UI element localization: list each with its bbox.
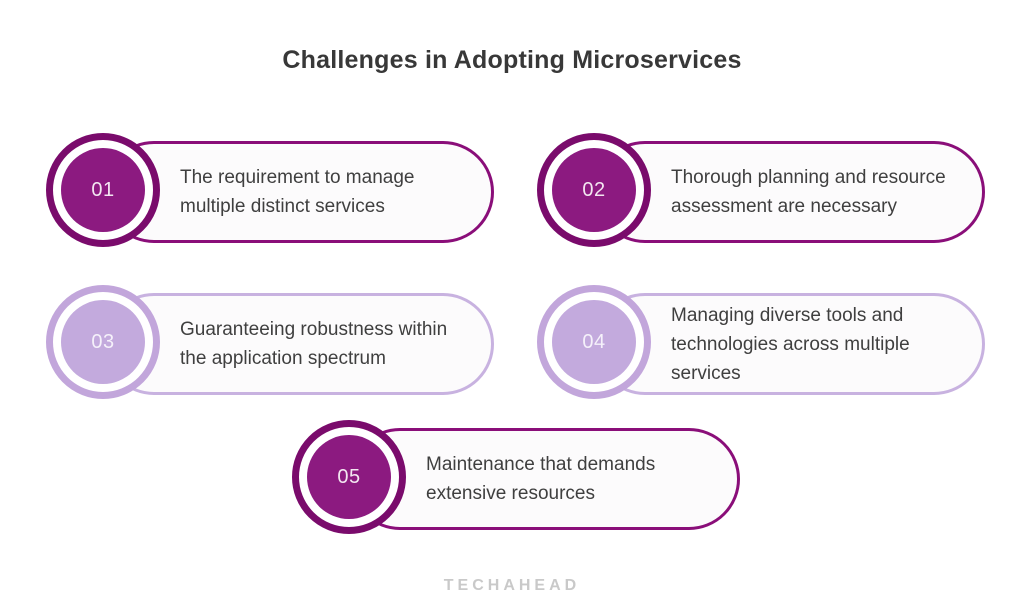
challenge-item-04: Managing diverse tools and technologies … [537,285,985,399]
number-badge: 02 [537,133,651,247]
challenge-text: Managing diverse tools and technologies … [671,304,910,384]
pill-shape [349,428,740,530]
pill-shape [103,141,494,243]
pill-shape [594,293,985,395]
techahead-logo: TECHAHEAD [443,577,581,594]
challenge-text: Maintenance that demands extensive resou… [426,454,656,504]
badge-number: 01 [61,148,145,232]
challenge-item-01: The requirement to manage multiple disti… [46,133,494,247]
pill-shape [594,141,985,243]
challenge-text: Thorough planning and resource assessmen… [671,167,946,217]
challenge-item-02: Thorough planning and resource assessmen… [537,133,985,247]
challenge-item-05: Maintenance that demands extensive resou… [292,420,740,534]
number-badge: 03 [46,285,160,399]
challenge-text: The requirement to manage multiple disti… [180,167,415,217]
number-badge: 04 [537,285,651,399]
badge-number: 04 [552,300,636,384]
pill-shape [103,293,494,395]
number-badge: 01 [46,133,160,247]
number-badge: 05 [292,420,406,534]
challenge-item-03: Guaranteeing robustness within the appli… [46,285,494,399]
badge-number: 03 [61,300,145,384]
page-title: Challenges in Adopting Microservices [282,46,742,74]
badge-number: 02 [552,148,636,232]
challenge-text: Guaranteeing robustness within the appli… [180,319,448,369]
badge-number: 05 [307,435,391,519]
